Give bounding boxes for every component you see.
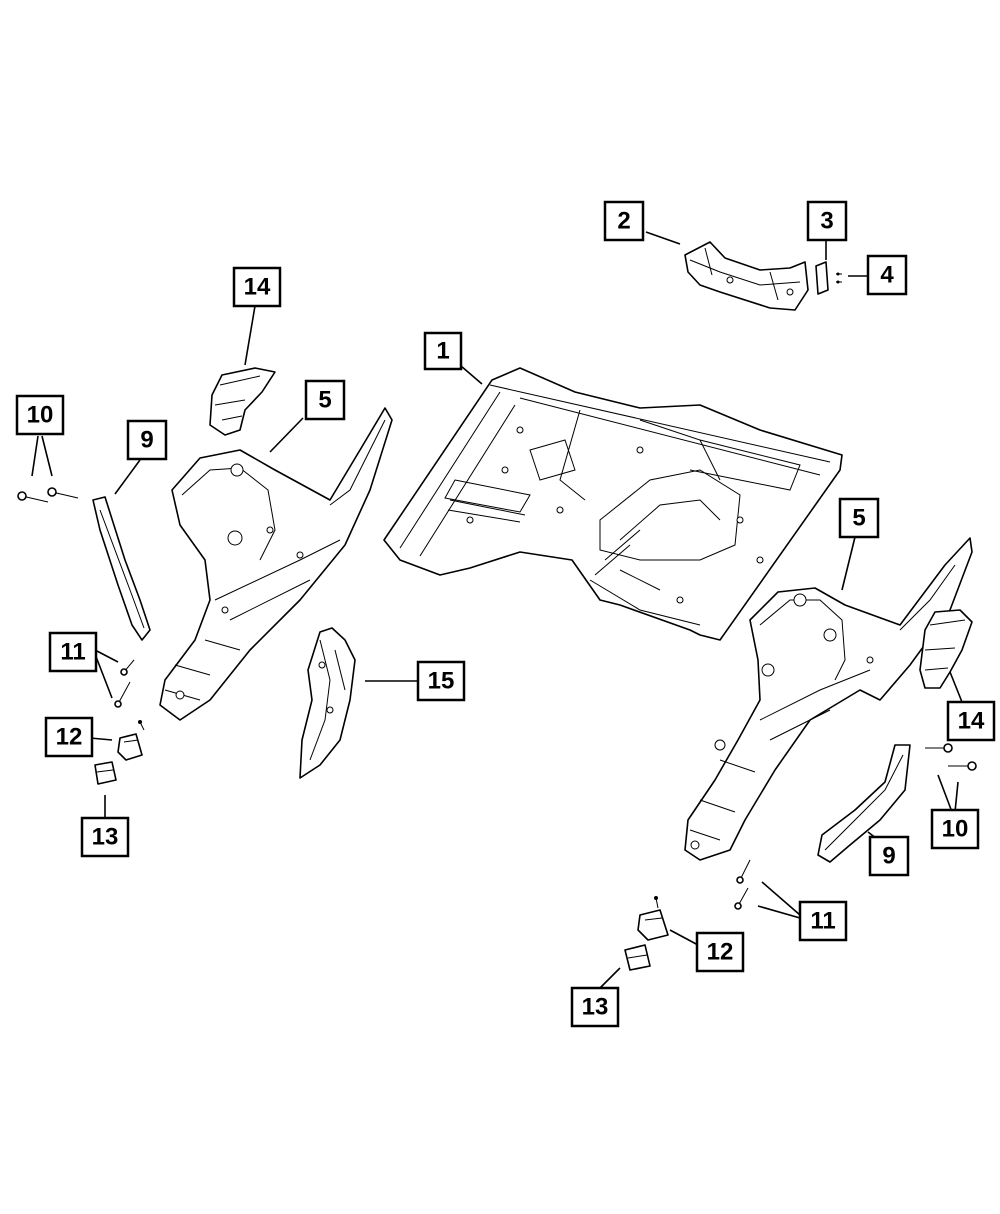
right-mount-part	[637, 896, 669, 941]
callout-13-right-label: 13	[582, 994, 609, 1021]
leader-12a	[89, 737, 113, 741]
plate-part	[815, 261, 829, 295]
left-mount-part	[117, 720, 145, 761]
callout-1-label: 1	[436, 338, 449, 365]
callout-13-left: 13	[80, 816, 130, 858]
callout-9-right-label: 9	[882, 843, 895, 870]
callout-3: 3	[806, 200, 848, 242]
left-isolator-part	[94, 761, 117, 785]
callout-14-right-label: 14	[958, 708, 985, 735]
left-bolts-part	[17, 487, 79, 503]
callout-3-label: 3	[820, 208, 833, 235]
right-isolator-part	[624, 944, 651, 971]
leader-12b	[669, 929, 699, 946]
leader-14b	[949, 671, 963, 703]
leader-1	[460, 365, 483, 385]
callout-12-right: 12	[695, 931, 745, 973]
leader-11b	[757, 881, 801, 919]
callout-4: 4	[866, 254, 908, 296]
leader-11a	[94, 649, 119, 699]
callout-5-right: 5	[838, 497, 880, 539]
callout-12-left-label: 12	[56, 724, 83, 751]
crossmember-bracket-part	[684, 241, 809, 311]
callout-10-left: 10	[15, 394, 65, 436]
right-rail-wheelhouse-part	[684, 537, 973, 861]
leader-5b	[841, 536, 856, 591]
small-fasteners-part	[836, 272, 842, 284]
callout-10-left-label: 10	[27, 402, 54, 429]
callout-13-left-label: 13	[92, 824, 119, 851]
callout-14-left-label: 14	[244, 274, 271, 301]
leader-10b	[937, 774, 959, 813]
callout-1: 1	[423, 331, 463, 371]
left-reinforcement-part	[92, 496, 151, 641]
callout-5-left: 5	[304, 379, 346, 421]
right-wheelhouse-extension-part	[919, 609, 973, 689]
callout-15-label: 15	[428, 668, 455, 695]
right-reinforcement-part	[817, 744, 911, 863]
callout-9-left-label: 9	[140, 427, 153, 454]
callout-12-left: 12	[44, 716, 94, 758]
left-screws-part	[114, 659, 135, 708]
callout-10-right: 10	[930, 808, 980, 850]
callout-14-right: 14	[946, 700, 996, 742]
leader-10a	[31, 435, 53, 477]
leader-2	[645, 231, 681, 245]
callout-2-label: 2	[617, 208, 630, 235]
leader-9a	[114, 459, 141, 495]
callout-4-label: 4	[880, 262, 894, 289]
callout-12-right-label: 12	[707, 939, 734, 966]
floor-pan-part	[383, 367, 843, 641]
callout-11-left: 11	[48, 631, 98, 673]
callout-10-right-label: 10	[942, 816, 969, 843]
callout-2: 2	[603, 200, 645, 242]
leader-5a	[269, 417, 304, 453]
callout-14-left: 14	[232, 266, 282, 308]
callout-5-right-label: 5	[852, 505, 865, 532]
panel-part	[299, 627, 356, 779]
callout-13-right: 13	[570, 986, 620, 1028]
right-bolts-part	[925, 743, 977, 771]
callout-5-left-label: 5	[318, 387, 331, 414]
callout-9-right: 9	[868, 835, 910, 877]
leader-13b	[599, 967, 621, 989]
leader-lines	[31, 231, 963, 989]
leader-14a	[244, 305, 256, 366]
left-rail-wheelhouse-part	[159, 407, 393, 721]
callout-11-right-label: 11	[810, 908, 835, 935]
callout-15: 15	[416, 660, 466, 702]
left-wheelhouse-extension-part	[209, 367, 276, 436]
callout-11-left-label: 11	[60, 639, 85, 666]
callout-9-left: 9	[126, 419, 168, 461]
callout-11-right: 11	[798, 900, 848, 942]
right-screws-part	[734, 859, 751, 910]
